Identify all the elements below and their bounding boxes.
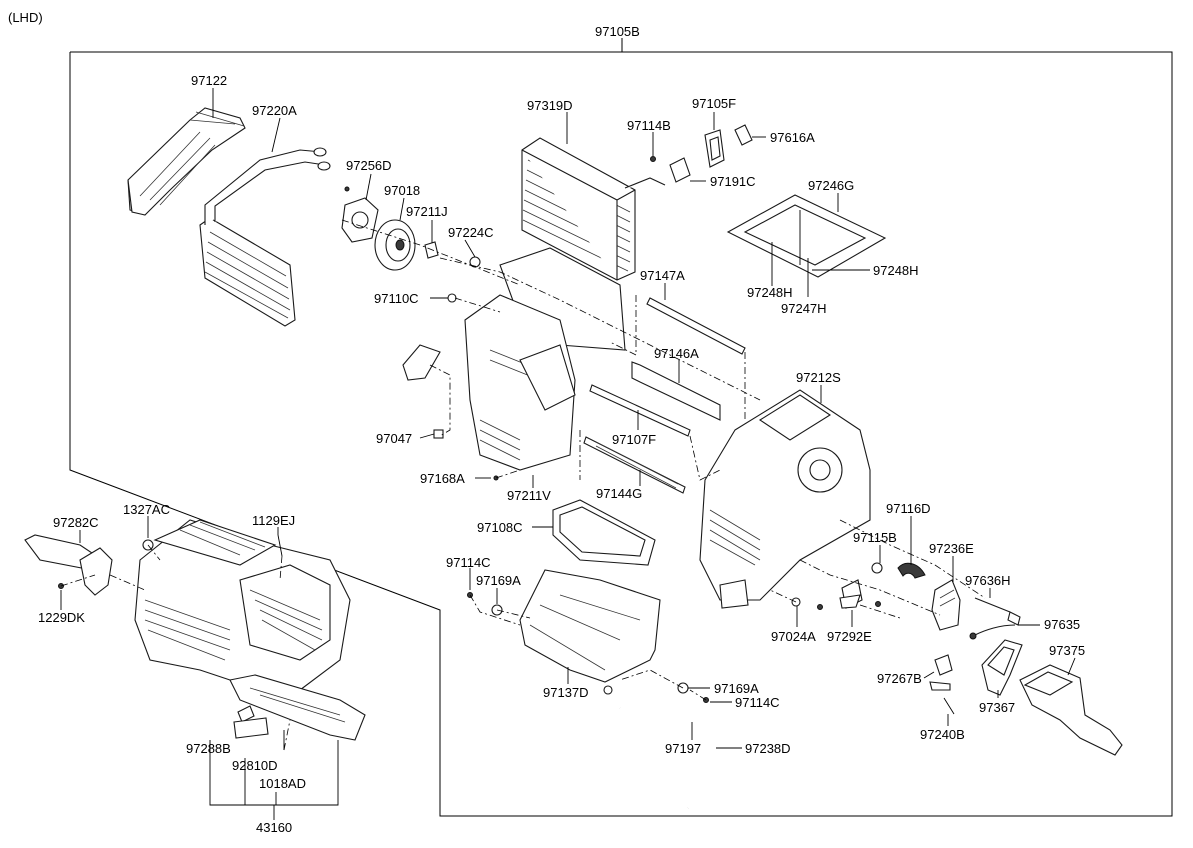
part-labels: 97122 97220A 97256D 97018 97211J 97224C …: [38, 73, 1085, 835]
part-97047-graphic: [402, 344, 444, 439]
label-97110C[interactable]: 97110C: [374, 291, 419, 306]
part-97018-graphic: [374, 219, 416, 271]
label-97236E[interactable]: 97236E: [929, 541, 974, 556]
label-97267B[interactable]: 97267B: [877, 671, 922, 686]
label-97107F[interactable]: 97107F: [612, 432, 656, 447]
label-97108C[interactable]: 97108C: [477, 520, 523, 535]
label-97220A[interactable]: 97220A: [252, 103, 297, 118]
label-97212S[interactable]: 97212S: [796, 370, 841, 385]
label-97211V[interactable]: 97211V: [507, 488, 551, 503]
label-97169A-top[interactable]: 97169A: [476, 573, 521, 588]
part-97367-graphic: [981, 639, 1023, 696]
label-97240B[interactable]: 97240B: [920, 727, 965, 742]
part-97267B-graphic: [929, 654, 953, 691]
label-97248H-left[interactable]: 97248H: [747, 285, 793, 300]
door-strips-graphic: [583, 297, 746, 494]
part-97246G-graphic: [726, 194, 887, 278]
label-97375[interactable]: 97375: [1049, 643, 1085, 658]
label-43160[interactable]: 43160: [256, 820, 292, 835]
assembly-dash-lines: [60, 219, 986, 751]
part-97116D-graphic: [897, 562, 926, 579]
part-97211V-graphic: [464, 247, 626, 471]
label-97616A[interactable]: 97616A: [770, 130, 815, 145]
label-97169A-bottom[interactable]: 97169A: [714, 681, 759, 696]
label-1229DK[interactable]: 1229DK: [38, 610, 85, 625]
part-97108C-graphic: [552, 499, 656, 566]
label-97197[interactable]: 97197: [665, 741, 701, 756]
label-97114B[interactable]: 97114B: [627, 118, 671, 133]
label-97256D[interactable]: 97256D: [346, 158, 392, 173]
label-97635[interactable]: 97635: [1044, 617, 1080, 632]
label-97246G[interactable]: 97246G: [808, 178, 854, 193]
label-97114C-top[interactable]: 97114C: [446, 555, 491, 570]
label-97191C[interactable]: 97191C: [710, 174, 756, 189]
label-1129EJ[interactable]: 1129EJ: [252, 513, 295, 528]
label-97024A[interactable]: 97024A: [771, 629, 816, 644]
label-97636H[interactable]: 97636H: [965, 573, 1011, 588]
part-97256D-graphic: [341, 186, 379, 243]
label-97018[interactable]: 97018: [384, 183, 420, 198]
fasteners-graphic: [447, 293, 883, 703]
part-97240B-graphic: [943, 697, 955, 715]
label-97238D[interactable]: 97238D: [745, 741, 791, 756]
label-97105B[interactable]: 97105B: [595, 24, 640, 39]
label-97146A[interactable]: 97146A: [654, 346, 699, 361]
assembly-frame: [69, 38, 1173, 817]
label-97147A[interactable]: 97147A: [640, 268, 685, 283]
part-97122-graphic: [127, 107, 246, 216]
label-92810D[interactable]: 92810D: [232, 758, 278, 773]
label-97248H-right[interactable]: 97248H: [873, 263, 919, 278]
label-97292E[interactable]: 97292E: [827, 629, 872, 644]
label-97114C-bottom[interactable]: 97114C: [735, 695, 780, 710]
label-97168A[interactable]: 97168A: [420, 471, 465, 486]
part-97212S-graphic: [699, 389, 871, 609]
label-97211J[interactable]: 97211J: [406, 204, 448, 219]
label-97047[interactable]: 97047: [376, 431, 412, 446]
label-97367[interactable]: 97367: [979, 700, 1015, 715]
part-97137D-graphic: [519, 569, 661, 695]
variant-label: (LHD): [8, 10, 43, 25]
label-97144G[interactable]: 97144G: [596, 486, 642, 501]
label-97122[interactable]: 97122: [191, 73, 227, 88]
label-1018AD[interactable]: 1018AD: [259, 776, 306, 791]
part-97292E-graphic: [839, 579, 863, 609]
part-97636H-graphic: [969, 597, 1021, 640]
label-97105F[interactable]: 97105F: [692, 96, 736, 111]
fittings-top-graphic: [650, 124, 753, 183]
label-97288B[interactable]: 97288B: [186, 741, 231, 756]
label-97224C[interactable]: 97224C: [448, 225, 494, 240]
label-97282C[interactable]: 97282C: [53, 515, 99, 530]
part-43160-graphic: [24, 519, 366, 750]
part-97220A-graphic: [199, 147, 331, 327]
label-97247H[interactable]: 97247H: [781, 301, 827, 316]
label-97137D[interactable]: 97137D: [543, 685, 589, 700]
label-97319D[interactable]: 97319D: [527, 98, 573, 113]
part-97197-graphic: [619, 705, 718, 810]
label-97115B[interactable]: 97115B: [853, 530, 897, 545]
label-1327AC[interactable]: 1327AC: [123, 502, 170, 517]
leader-lines: [60, 88, 1076, 820]
part-97375-graphic: [1019, 664, 1123, 756]
label-97116D[interactable]: 97116D: [886, 501, 931, 516]
part-97319D-graphic: [521, 137, 666, 281]
part-97236E-graphic: [931, 579, 961, 631]
